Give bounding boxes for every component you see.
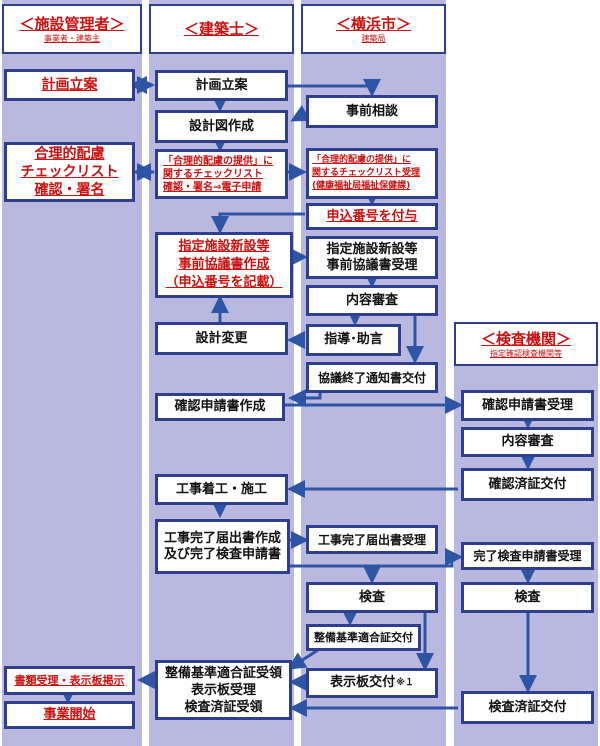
city-consult-box: 指定施設新設等 事前協議書受理 [306, 236, 438, 279]
city-header-title: ＜横浜市＞ [335, 14, 411, 33]
city-pre-label: 事前相談 [345, 103, 398, 119]
arch-app-label: 確認申請書作成 [174, 399, 266, 414]
city-guidance-box: 指導･助言 [306, 324, 401, 356]
city-checklist-line-1: 「合理的配慮の提供」に [312, 155, 412, 165]
arch-design-box: 設計図作成 [155, 110, 288, 143]
insp-app-label: 確認申請書受理 [481, 397, 573, 413]
city-number-label: 申込番号を付与 [326, 208, 418, 224]
arch-app-box: 確認申請書作成 [155, 393, 285, 421]
arch-consult-line-3: （申込番号を記載） [165, 275, 283, 290]
city-sign-note: ※１ [396, 678, 414, 688]
owner-checklist-box: 合理的配慮 チェックリスト 確認・署名 [4, 142, 135, 202]
owner-start-box: 事業開始 [4, 701, 135, 729]
insp-review-box: 内容審査 [461, 427, 594, 457]
insp-review-label: 内容審査 [501, 434, 554, 449]
owner-docs-box: 書類受理・表示板掲示 [4, 666, 135, 695]
insp-inspection-label: 検査 [514, 589, 541, 605]
insp-cert-box: 確認済証交付 [461, 468, 594, 501]
arch-consult-line-1: 指定施設新設等 [178, 239, 270, 254]
city-consult-line-2: 事前協議書受理 [326, 257, 418, 273]
city-pre-box: 事前相談 [306, 95, 438, 128]
city-sign-label: 表示板交付 [330, 675, 396, 690]
owner-start-label: 事業開始 [43, 707, 96, 722]
arch-plan-box: 計画立案 [155, 70, 288, 101]
owner-docs-label: 書類受理・表示板掲示 [14, 673, 125, 687]
arch-completion-line-1: 工事完了届出書作成 [163, 530, 281, 546]
arrow-plan-to-preconsult [288, 79, 381, 97]
arrow-preconsult-to-design [290, 104, 311, 122]
insp-final-box: 検査済証交付 [461, 691, 594, 724]
arch-change-label: 設計変更 [195, 330, 248, 346]
inspection-header: ＜検査機関＞ 指定確認検査機関等 [454, 322, 598, 366]
arch-checklist-line-3: 確認・署名⇒電子申請 [163, 181, 262, 193]
city-sign-box: 表示板交付 ※１ [306, 668, 438, 698]
owner-checklist-line-1: 合理的配慮 [34, 146, 105, 162]
arch-receive-line-3: 検査済証受領 [184, 699, 263, 715]
arch-checklist-box: 「合理的配慮の提供」に 関するチェックリスト 確認・署名⇒電子申請 [155, 149, 288, 199]
city-notice-label: 協議終了通知書交付 [317, 370, 426, 385]
arch-receive-box: 整備基準適合証受領 表示板受理 検査済証受領 [155, 660, 292, 720]
owner-header-title: ＜施設管理者＞ [19, 14, 125, 33]
arch-plan-label: 計画立案 [195, 77, 248, 93]
inspection-header-title: ＜検査機関＞ [480, 329, 571, 348]
inspection-header-sub: 指定確認検査機関等 [490, 348, 562, 358]
city-completion-box: 工事完了届出書受理 [306, 525, 438, 554]
city-header: ＜横浜市＞ 建築局 [301, 4, 446, 54]
owner-header: ＜施設管理者＞ 事業者・建築主 [2, 4, 142, 54]
insp-inspection-box: 検査 [461, 582, 594, 613]
insp-final-label: 検査済証交付 [488, 699, 567, 715]
arrow-number-to-consultdoc [211, 212, 305, 234]
arch-construction-box: 工事着工・施工 [155, 474, 288, 505]
city-inspection-label: 検査 [358, 589, 385, 605]
owner-checklist-line-3: 確認・署名 [34, 182, 105, 198]
arch-consult-line-2: 事前協議書作成 [178, 257, 270, 272]
city-cert-box: 整備基準適合証交付 [306, 624, 421, 651]
city-cert-label: 整備基準適合証交付 [314, 630, 413, 644]
city-checklist-box: 「合理的配慮の提供」に 関するチェックリスト受理 (健康福祉局福祉保健課) [306, 148, 438, 199]
arrow-cert-to-receive [287, 648, 319, 670]
city-header-sub: 建築局 [361, 33, 386, 43]
city-review-label: 内容審査 [345, 292, 398, 308]
insp-cert-label: 確認済証交付 [488, 476, 567, 492]
owner-plan-label: 計画立案 [41, 77, 98, 93]
city-completion-label: 工事完了届出書受理 [317, 532, 426, 547]
arrow-completion-to-insp [290, 548, 463, 568]
arch-checklist-line-2: 関するチェックリスト [163, 168, 263, 180]
owner-column [2, 0, 142, 746]
city-notice-box: 協議終了通知書交付 [306, 362, 438, 393]
insp-completion-label: 完了検査申請書受理 [473, 549, 582, 563]
arch-change-box: 設計変更 [155, 322, 288, 355]
owner-header-sub: 事業者・建築主 [44, 33, 100, 43]
arch-completion-box: 工事完了届出書作成 及び完了検査申請書 [155, 519, 290, 574]
city-inspection-box: 検査 [306, 582, 438, 613]
arch-design-label: 設計図作成 [188, 118, 254, 134]
arch-receive-line-1: 整備基準適合証受領 [164, 665, 282, 681]
arch-construction-label: 工事着工・施工 [175, 481, 267, 497]
architect-header: ＜建築士＞ [149, 4, 294, 54]
arch-completion-line-2: 及び完了検査申請書 [163, 546, 281, 562]
arch-checklist-line-1: 「合理的配慮の提供」に [163, 155, 273, 167]
city-number-box: 申込番号を付与 [306, 203, 438, 230]
city-guidance-label: 指導･助言 [324, 332, 383, 347]
architect-header-title: ＜建築士＞ [183, 20, 259, 38]
arch-consult-box: 指定施設新設等 事前協議書作成 （申込番号を記載） [155, 232, 293, 298]
owner-plan-box: 計画立案 [4, 69, 135, 101]
arch-receive-line-2: 表示板受理 [190, 682, 256, 698]
city-review-box: 内容審査 [306, 285, 438, 316]
city-checklist-line-3: (健康福祉局福祉保健課) [312, 181, 411, 191]
owner-checklist-line-2: チェックリスト [20, 164, 119, 180]
city-checklist-line-2: 関するチェックリスト受理 [312, 168, 421, 178]
city-consult-line-1: 指定施設新設等 [326, 241, 418, 257]
insp-app-box: 確認申請書受理 [461, 390, 594, 421]
insp-completion-box: 完了検査申請書受理 [461, 542, 594, 570]
